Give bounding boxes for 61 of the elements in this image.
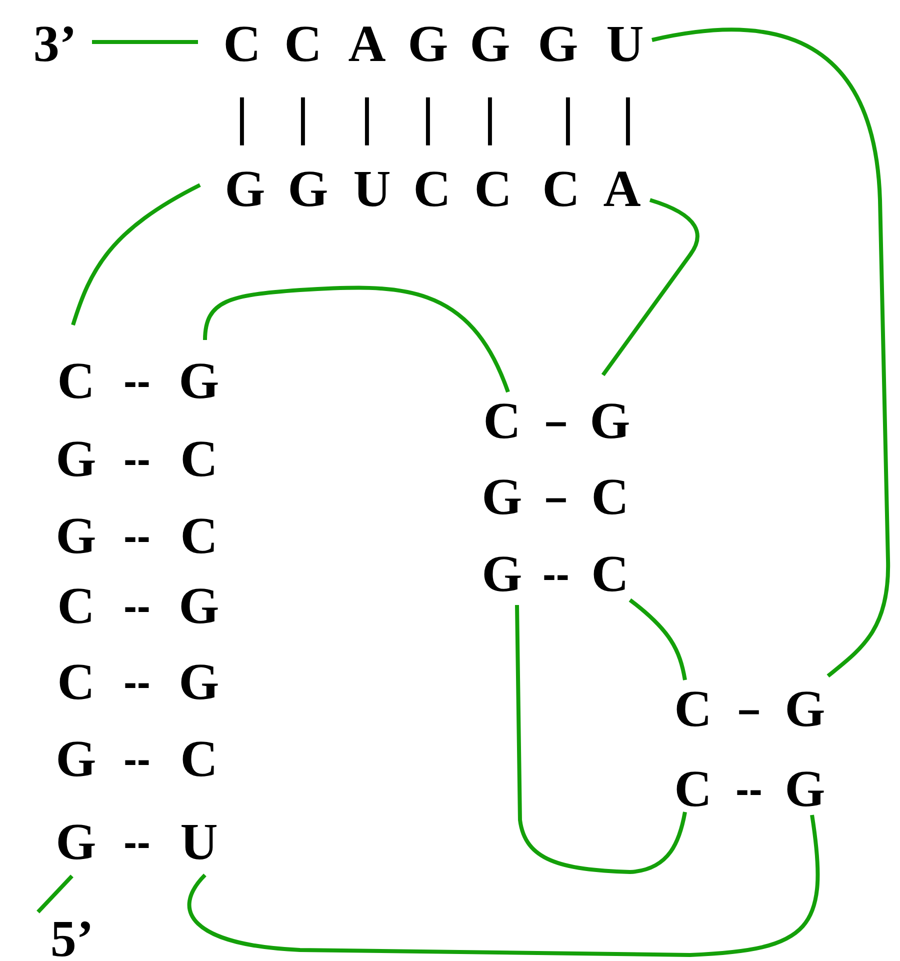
base-pair-mark: -- — [124, 517, 150, 557]
strand-end-label: 3’ — [33, 19, 77, 71]
nucleotide-letter: C — [180, 734, 218, 786]
nucleotide-letter: C — [474, 164, 512, 216]
nucleotide-letter: C — [57, 657, 95, 709]
nucleotide-letter: G — [178, 356, 220, 408]
nucleotide-letter: C — [180, 434, 218, 486]
nucleotide-letter: U — [353, 164, 391, 216]
base-pair-mark: -- — [736, 770, 762, 810]
strand-end-label: 5’ — [50, 914, 94, 961]
nucleotide-letter: C — [180, 511, 218, 563]
base-pair-mark: -- — [124, 587, 150, 627]
base-pair-mark: – — [544, 402, 568, 442]
backbone-line — [188, 814, 820, 957]
nucleotide-letter: U — [180, 817, 218, 869]
backbone-line — [628, 598, 687, 680]
base-pair-mark: -- — [124, 663, 150, 703]
nucleotide-letter: G — [470, 19, 510, 71]
nucleotide-letter: G — [784, 684, 826, 736]
nucleotide-letter: C — [483, 396, 521, 448]
backbone-line — [601, 198, 700, 376]
nucleotide-letter: C — [591, 472, 629, 524]
backbone-line — [203, 286, 510, 393]
nucleotide-letter: G — [178, 581, 220, 633]
nucleotide-letter: G — [590, 396, 630, 448]
nucleotide-letter: G — [56, 817, 96, 869]
nucleotide-letter: G — [56, 511, 96, 563]
nucleotide-letter: G — [56, 434, 96, 486]
nucleotide-letter: C — [223, 19, 261, 71]
nucleotide-letter: G — [784, 764, 826, 816]
nucleotide-letter: G — [408, 19, 448, 71]
nucleotide-letter: C — [674, 764, 712, 816]
nucleotide-letter: C — [542, 164, 580, 216]
backbone-line — [515, 604, 687, 874]
nucleotide-letter: C — [57, 581, 95, 633]
base-pair-mark: – — [738, 690, 760, 730]
nucleotide-letter: A — [348, 19, 386, 71]
nucleotide-letter: C — [591, 549, 629, 601]
backbone-line — [92, 40, 198, 44]
nucleotide-letter: G — [178, 657, 220, 709]
nucleotide-letter: C — [674, 684, 712, 736]
nucleotide-letter: G — [288, 164, 328, 216]
base-pair-mark: -- — [542, 555, 570, 595]
nucleotide-letter: C — [413, 164, 451, 216]
nucleotide-letter: C — [57, 356, 95, 408]
nucleotide-letter: G — [538, 19, 578, 71]
base-pair-mark: -- — [124, 823, 150, 863]
nucleotide-letter: C — [284, 19, 322, 71]
nucleotide-letter: A — [603, 164, 641, 216]
backbone-line — [36, 874, 74, 914]
backbone-line — [652, 28, 890, 678]
base-pair-mark: – — [544, 478, 568, 518]
nucleotide-letter: G — [482, 472, 522, 524]
base-pair-mark: -- — [124, 440, 150, 480]
nucleotide-letter: G — [224, 164, 266, 216]
nucleotide-letter: G — [56, 734, 96, 786]
base-pair-mark: -- — [124, 740, 150, 780]
nucleotide-letter: G — [482, 549, 522, 601]
nucleotide-letter: U — [606, 19, 644, 71]
base-pair-mark: -- — [124, 362, 150, 402]
backbone-line — [71, 183, 201, 326]
